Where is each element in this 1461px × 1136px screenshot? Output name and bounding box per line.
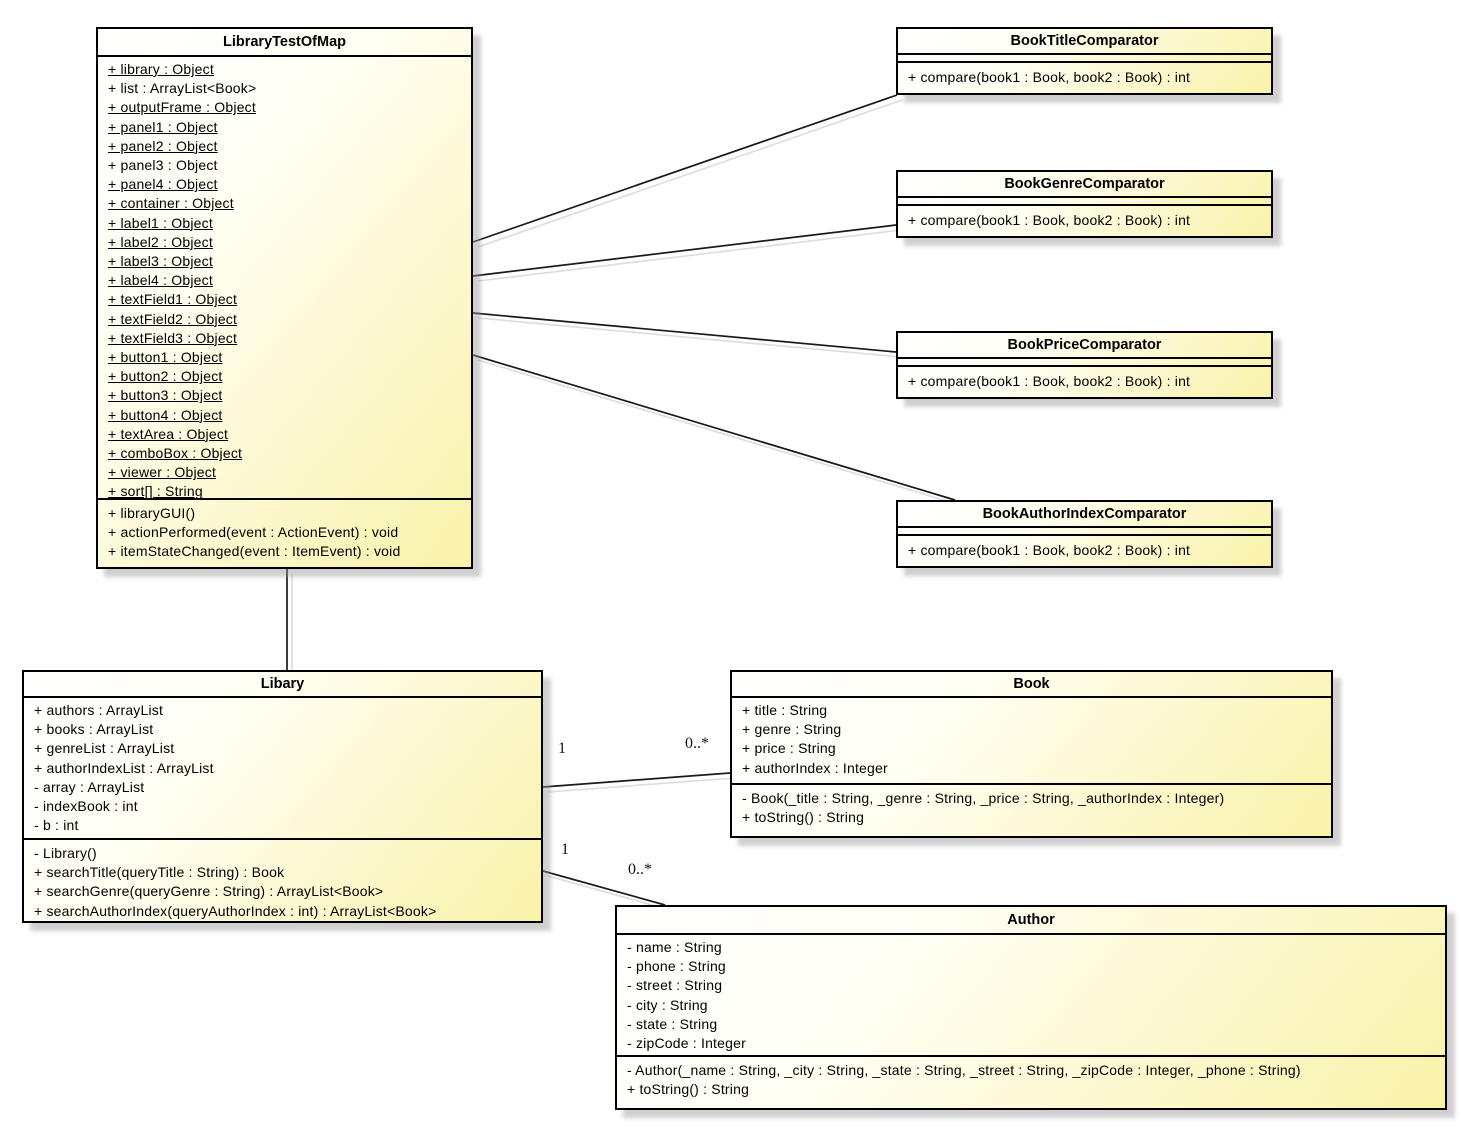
attributes-compartment: + library : Object + list : ArrayList<Bo… bbox=[98, 57, 471, 500]
attribute-row: + title : String bbox=[742, 702, 828, 718]
attributes-compartment: - name : String - phone : String - stree… bbox=[617, 935, 1445, 1057]
attribute-row: + sort[] : String bbox=[108, 483, 203, 500]
class-title: LibraryTestOfMap bbox=[98, 29, 471, 57]
attribute-row: + panel1 : Object bbox=[108, 118, 218, 135]
attribute-row: + label3 : Object bbox=[108, 253, 213, 270]
attribute-row: - state : String bbox=[627, 1015, 718, 1032]
attributes-compartment bbox=[898, 198, 1271, 206]
class-title: BookAuthorIndexComparator bbox=[898, 502, 1271, 528]
attribute-row: + textArea : Object bbox=[108, 425, 229, 442]
class-box-librarytestofmap[interactable]: LibraryTestOfMap + library : Object + li… bbox=[96, 27, 473, 569]
attribute-row: - array : ArrayList bbox=[34, 778, 145, 795]
attribute-row: - indexBook : int bbox=[34, 798, 138, 815]
method-row: + searchTitle(queryTitle : String) : Boo… bbox=[34, 864, 285, 881]
association-librarytestofmap-booktitlecomparator[interactable] bbox=[472, 94, 898, 243]
attribute-row: + panel2 : Object bbox=[108, 137, 218, 154]
method-row: + compare(book1 : Book, book2 : Book) : … bbox=[908, 542, 1191, 558]
class-box-bookgenrecomparator[interactable]: BookGenreComparator + compare(book1 : Bo… bbox=[896, 170, 1273, 238]
attribute-row: + label1 : Object bbox=[108, 214, 213, 231]
attribute-row: - b : int bbox=[34, 817, 79, 834]
method-row: - Author(_name : String, _city : String,… bbox=[627, 1062, 1301, 1078]
attribute-row: + textField1 : Object bbox=[108, 291, 238, 308]
association-librarytestofmap-bookpricecomparator[interactable] bbox=[472, 312, 897, 353]
attribute-row: + container : Object bbox=[108, 195, 234, 212]
association-librarytestofmap-bookgenrecomparator[interactable] bbox=[472, 224, 897, 277]
methods-compartment: + libraryGUI() + actionPerformed(event :… bbox=[98, 500, 471, 567]
methods-compartment: + compare(book1 : Book, book2 : Book) : … bbox=[898, 206, 1271, 236]
method-row: + compare(book1 : Book, book2 : Book) : … bbox=[908, 373, 1191, 389]
attribute-row: + textField3 : Object bbox=[108, 329, 238, 346]
method-row: + libraryGUI() bbox=[108, 505, 196, 521]
methods-compartment: - Library() + searchTitle(queryTitle : S… bbox=[24, 840, 541, 921]
attributes-compartment: + title : String + genre : String + pric… bbox=[732, 698, 1331, 785]
class-title: BookTitleComparator bbox=[898, 29, 1271, 55]
multiplicity-label: 0..* bbox=[685, 735, 709, 752]
attribute-row: + authorIndex : Integer bbox=[742, 759, 888, 776]
class-title: BookPriceComparator bbox=[898, 333, 1271, 359]
class-title: Book bbox=[732, 672, 1331, 698]
attribute-row: - street : String bbox=[627, 977, 723, 994]
method-row: + compare(book1 : Book, book2 : Book) : … bbox=[908, 212, 1191, 228]
class-box-libary[interactable]: Libary + authors : ArrayList + books : A… bbox=[22, 670, 543, 923]
method-row: + toString() : String bbox=[627, 1081, 750, 1098]
attribute-row: - city : String bbox=[627, 996, 708, 1013]
methods-compartment: + compare(book1 : Book, book2 : Book) : … bbox=[898, 367, 1271, 397]
attributes-compartment bbox=[898, 528, 1271, 536]
attribute-row: + panel3 : Object bbox=[108, 157, 218, 174]
attribute-row: - name : String bbox=[627, 939, 722, 955]
attribute-row: + button1 : Object bbox=[108, 349, 223, 366]
attribute-row: + label2 : Object bbox=[108, 233, 213, 250]
attributes-compartment bbox=[898, 359, 1271, 367]
attribute-row: + viewer : Object bbox=[108, 464, 217, 481]
class-box-bookauthorindexcomparator[interactable]: BookAuthorIndexComparator + compare(book… bbox=[896, 500, 1273, 568]
association-libary-book[interactable] bbox=[542, 772, 731, 788]
class-box-author[interactable]: Author - name : String - phone : String … bbox=[615, 905, 1447, 1110]
method-row: - Book(_title : String, _genre : String,… bbox=[742, 790, 1225, 806]
method-row: + searchGenre(queryGenre : String) : Arr… bbox=[34, 883, 384, 900]
attribute-row: + button2 : Object bbox=[108, 368, 223, 385]
method-row: + actionPerformed(event : ActionEvent) :… bbox=[108, 524, 399, 541]
attribute-row: + label4 : Object bbox=[108, 272, 213, 289]
attribute-row: + button4 : Object bbox=[108, 406, 223, 423]
attributes-compartment bbox=[898, 55, 1271, 63]
method-row: + compare(book1 : Book, book2 : Book) : … bbox=[908, 69, 1191, 85]
attributes-compartment: + authors : ArrayList + books : ArrayLis… bbox=[24, 698, 541, 840]
attribute-row: + list : ArrayList<Book> bbox=[108, 80, 257, 97]
class-title: Libary bbox=[24, 672, 541, 698]
multiplicity-label: 0..* bbox=[628, 861, 652, 878]
method-row: - Library() bbox=[34, 845, 97, 861]
attribute-row: + comboBox : Object bbox=[108, 445, 243, 462]
method-row: + toString() : String bbox=[742, 809, 865, 826]
attribute-row: + button3 : Object bbox=[108, 387, 223, 404]
methods-compartment: - Author(_name : String, _city : String,… bbox=[617, 1057, 1445, 1108]
multiplicity-label: 1 bbox=[561, 841, 569, 858]
attribute-row: + authorIndexList : ArrayList bbox=[34, 759, 214, 776]
attribute-row: + textField2 : Object bbox=[108, 310, 238, 327]
attribute-row: + genre : String bbox=[742, 721, 842, 738]
attribute-row: + books : ArrayList bbox=[34, 721, 154, 738]
attribute-row: + outputFrame : Object bbox=[108, 99, 256, 116]
class-box-booktitlecomparator[interactable]: BookTitleComparator + compare(book1 : Bo… bbox=[896, 27, 1273, 95]
attribute-row: + price : String bbox=[742, 740, 836, 757]
attribute-row: - phone : String bbox=[627, 958, 726, 975]
attribute-row: + authors : ArrayList bbox=[34, 702, 164, 718]
attribute-row: + panel4 : Object bbox=[108, 176, 218, 193]
method-row: + itemStateChanged(event : ItemEvent) : … bbox=[108, 543, 401, 560]
method-row: + searchAuthorIndex(queryAuthorIndex : i… bbox=[34, 902, 437, 919]
class-title: BookGenreComparator bbox=[898, 172, 1271, 198]
methods-compartment: - Book(_title : String, _genre : String,… bbox=[732, 785, 1331, 836]
class-title: Author bbox=[617, 907, 1445, 935]
multiplicity-label: 1 bbox=[558, 740, 566, 757]
class-box-book[interactable]: Book + title : String + genre : String +… bbox=[730, 670, 1333, 838]
attribute-row: + library : Object bbox=[108, 61, 214, 77]
attribute-row: + genreList : ArrayList bbox=[34, 740, 175, 757]
methods-compartment: + compare(book1 : Book, book2 : Book) : … bbox=[898, 536, 1271, 566]
attribute-row: - zipCode : Integer bbox=[627, 1035, 746, 1052]
association-librarytestofmap-bookauthorindexcomparator[interactable] bbox=[472, 354, 956, 501]
methods-compartment: + compare(book1 : Book, book2 : Book) : … bbox=[898, 63, 1271, 93]
class-box-bookpricecomparator[interactable]: BookPriceComparator + compare(book1 : Bo… bbox=[896, 331, 1273, 399]
